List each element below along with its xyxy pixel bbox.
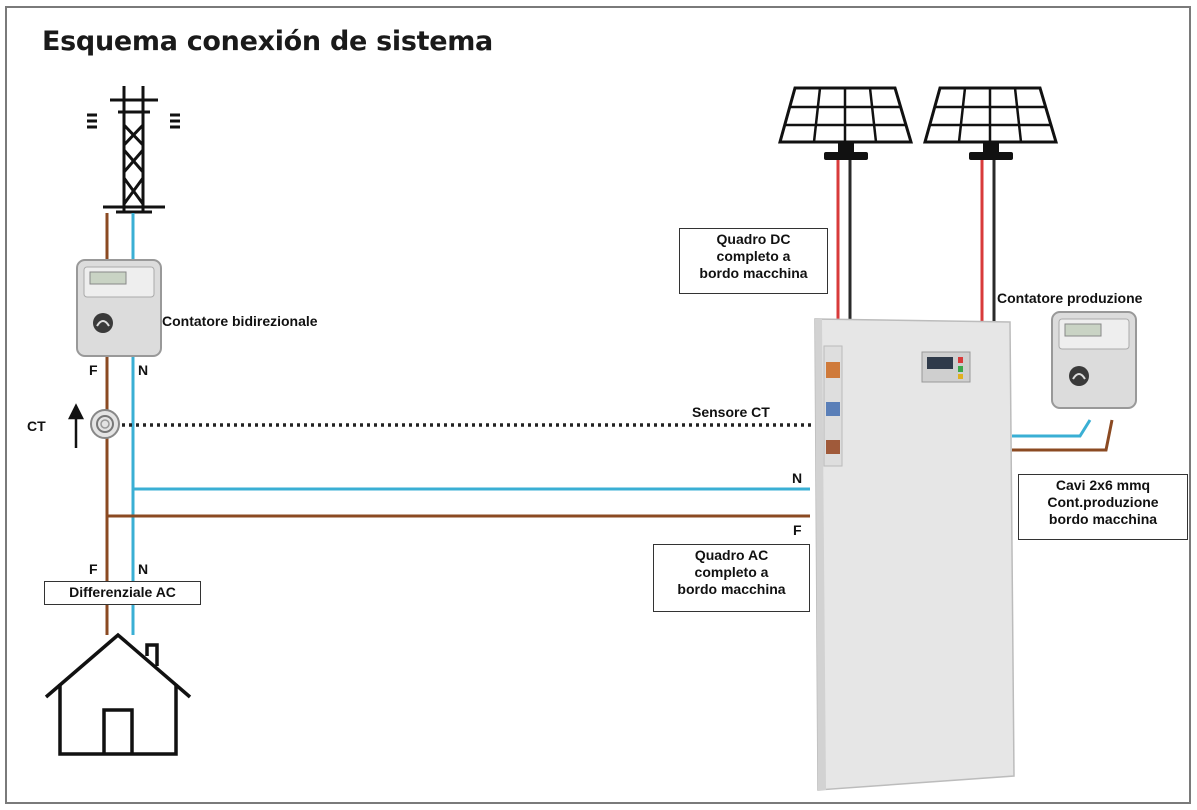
bidirectional-meter-icon — [76, 259, 162, 357]
differenziale-ac-box: Differenziale AC — [44, 581, 201, 605]
contatore-bidirezionale-label: Contatore bidirezionale — [162, 313, 318, 329]
inverter-cabinet — [814, 318, 1015, 791]
phase-label-top: F — [89, 362, 98, 378]
solar-panel-icon — [923, 86, 1059, 160]
quadro-ac-line: completo a — [694, 564, 769, 580]
dc-wires — [836, 160, 996, 322]
quadro-dc-line: completo a — [716, 248, 791, 264]
cavi-line: Cont.produzione — [1047, 494, 1159, 510]
production-meter-wires — [1012, 419, 1114, 452]
contatore-produzione-label: Contatore produzione — [997, 290, 1143, 306]
ct-sensor-icon — [90, 409, 120, 439]
quadro-ac-box: Quadro AC completo a bordo macchina — [653, 544, 810, 612]
sensore-ct-label: Sensore CT — [692, 404, 770, 420]
production-meter-icon — [1051, 311, 1137, 409]
neutral-label-bottom: N — [138, 561, 149, 577]
phase-label-bottom: F — [89, 561, 98, 577]
page-title: Esquema conexión de sistema — [42, 26, 493, 57]
cavi-box: Cavi 2x6 mmq Cont.produzione bordo macch… — [1018, 474, 1188, 540]
quadro-ac-line: bordo macchina — [677, 581, 786, 597]
solar-panel-icon — [778, 86, 914, 160]
quadro-dc-box: Quadro DC completo a bordo macchina — [679, 228, 828, 294]
house-icon — [44, 632, 192, 756]
cavi-line: bordo macchina — [1048, 511, 1158, 527]
quadro-ac-line: Quadro AC — [694, 547, 769, 563]
neutral-label-inverter: N — [792, 470, 803, 486]
quadro-dc-line: bordo macchina — [699, 265, 808, 281]
ct-arrow-icon — [67, 403, 85, 448]
neutral-label-top: N — [138, 362, 149, 378]
quadro-dc-line: Quadro DC — [716, 231, 791, 247]
ct-label: CT — [27, 418, 46, 434]
power-pylon-icon — [87, 86, 180, 214]
cavi-line: Cavi 2x6 mmq — [1055, 477, 1151, 493]
phase-label-inverter: F — [793, 522, 802, 538]
